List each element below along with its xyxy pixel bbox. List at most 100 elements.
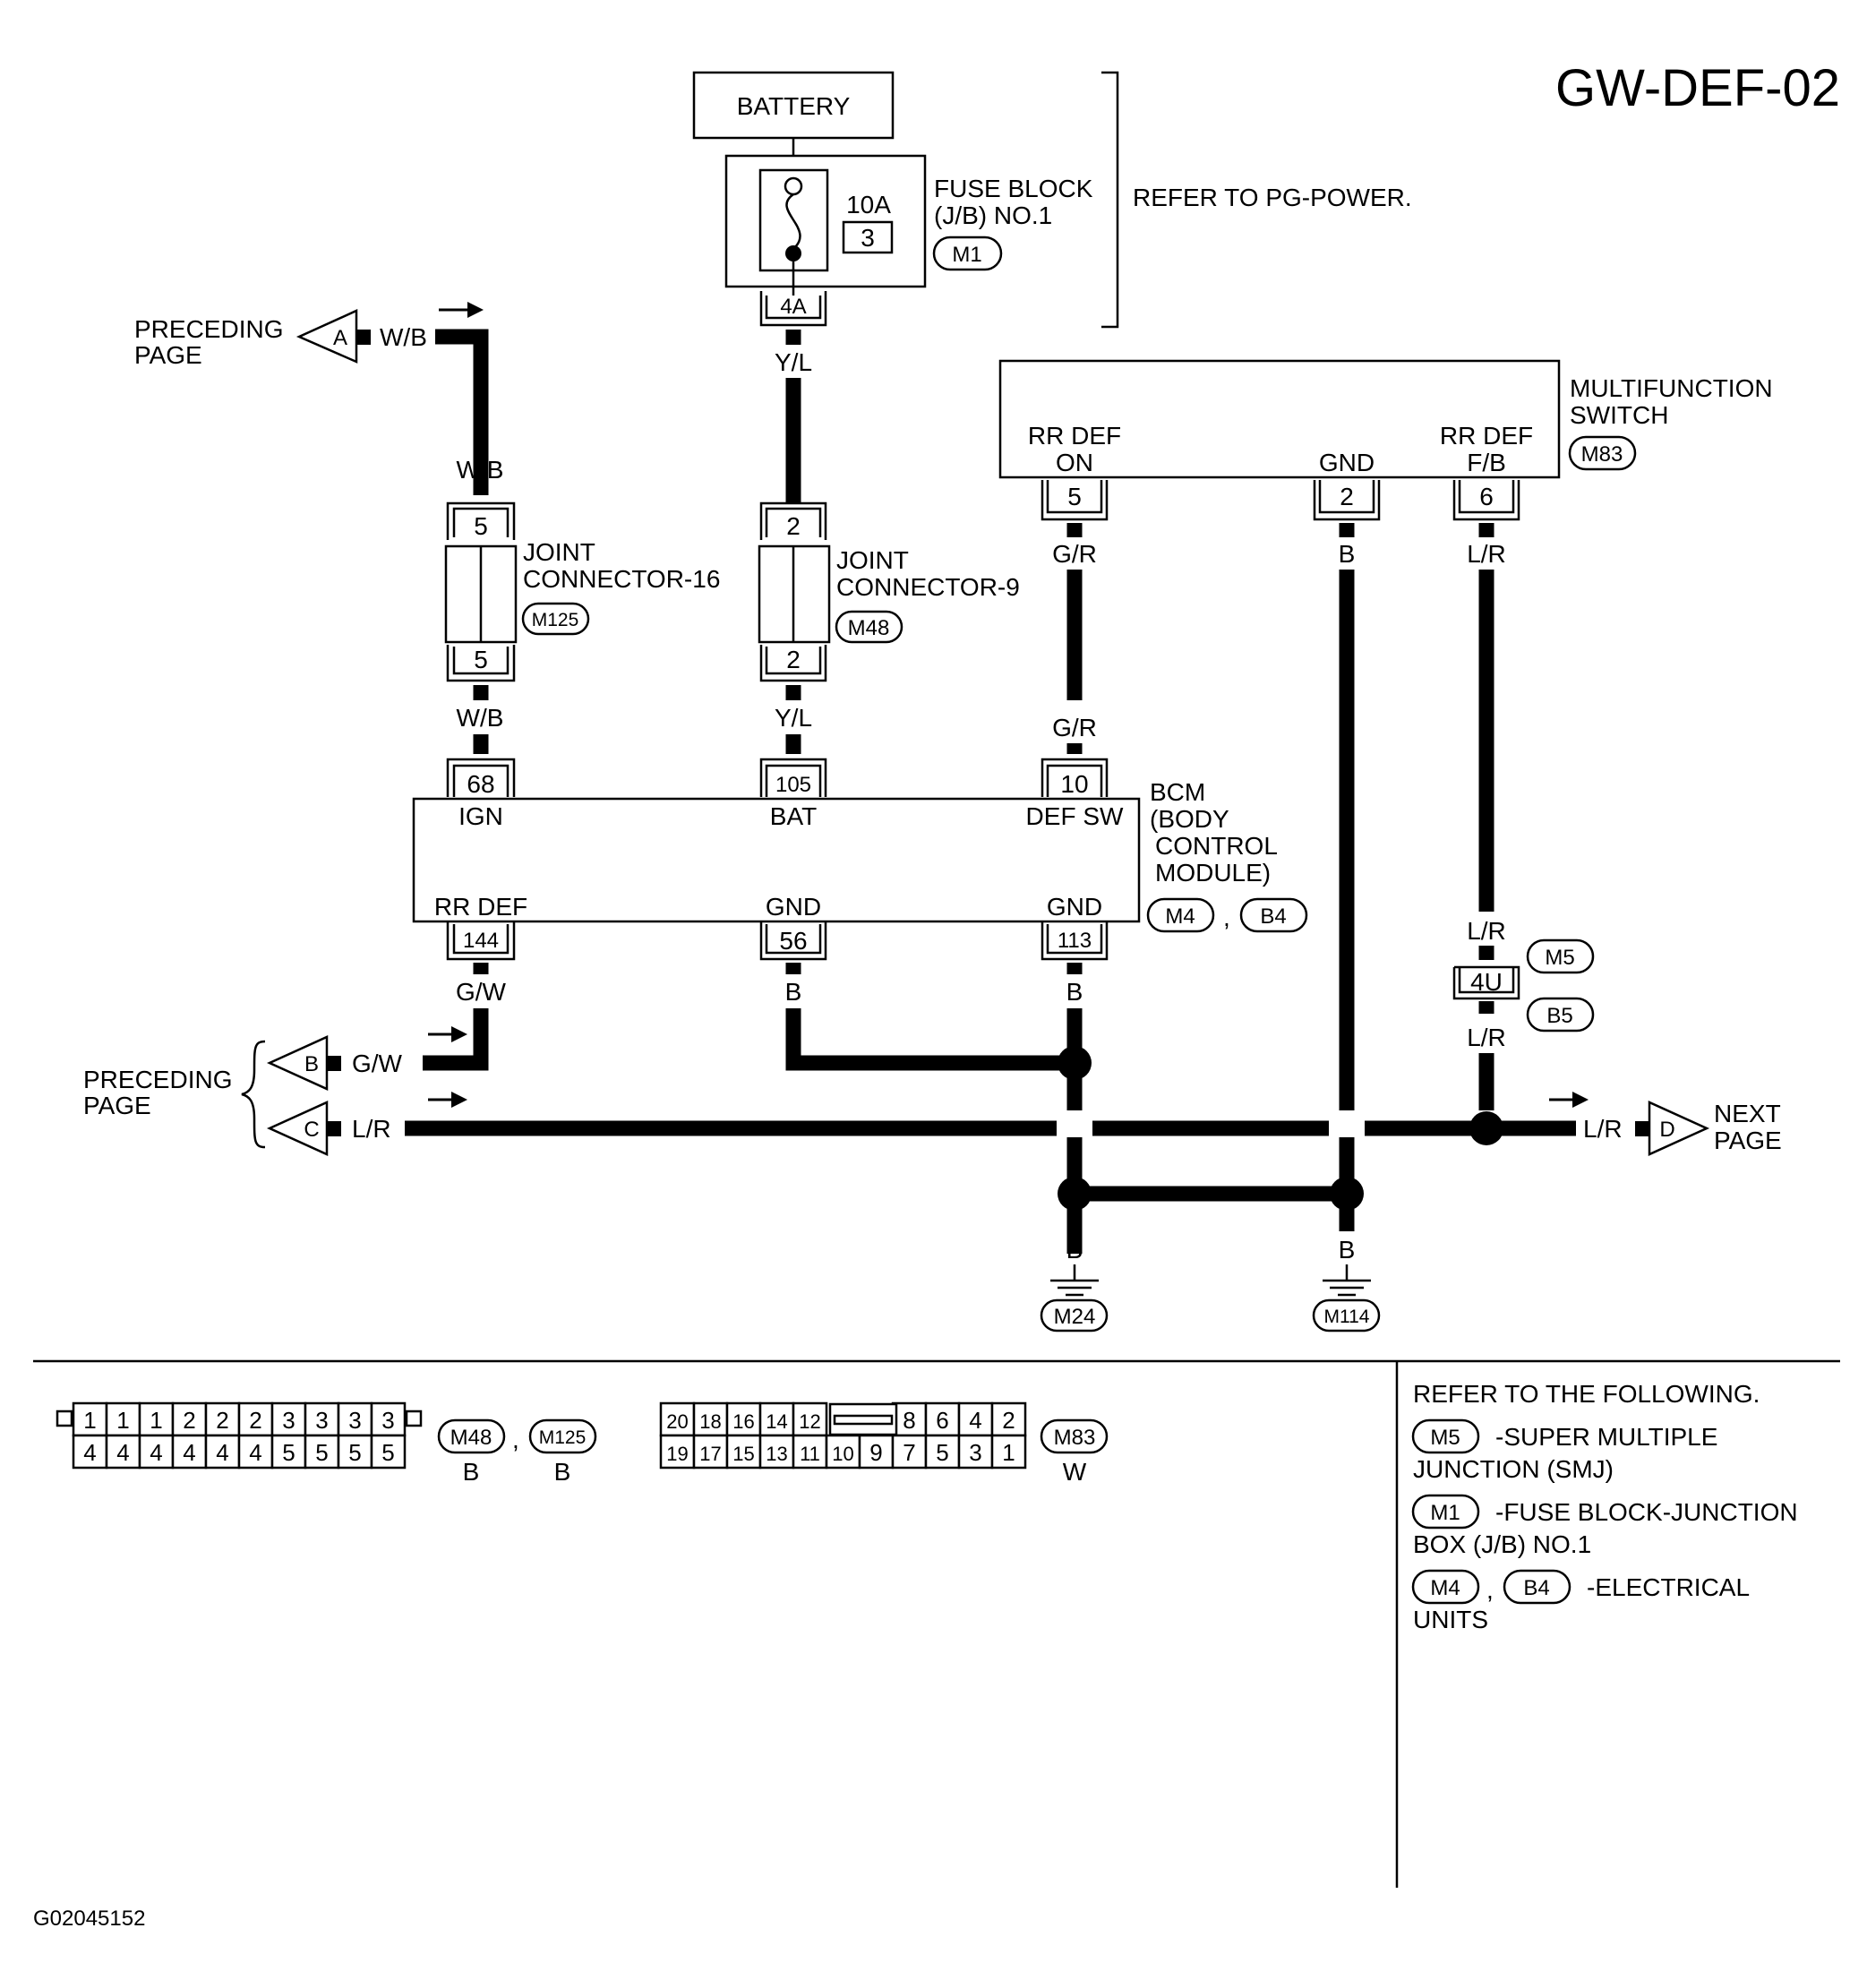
wire-wb-a: W/B — [380, 323, 427, 351]
wire-b-ground-2: B — [1339, 1236, 1356, 1264]
connector-pin-number: 11 — [800, 1443, 820, 1465]
connector-cavity — [924, 1434, 961, 1470]
bcm-connector-sep: , — [1223, 904, 1230, 931]
wire-b-bcm-113: B — [1066, 978, 1083, 1006]
fuse-element-icon — [785, 193, 801, 250]
mfs-gnd: GND — [1319, 449, 1375, 476]
connector-pin-number: 4 — [83, 1439, 96, 1466]
wire-yl-top: Y/L — [775, 348, 812, 376]
mfs-title: MULTIFUNCTION — [1570, 374, 1773, 402]
flow-arrowhead-c-icon — [451, 1092, 467, 1108]
preceding-page-a-line1: PRECEDING — [134, 315, 283, 343]
mfs-pin-2-label: 2 — [1340, 483, 1354, 510]
ground-m114: M114 — [1324, 1307, 1370, 1327]
joint16-connector: M125 — [532, 610, 579, 630]
connector-cavity — [304, 1434, 340, 1470]
ground-m24: M24 — [1054, 1305, 1096, 1329]
wire-lr-smj-bottom: L/R — [1467, 1024, 1506, 1051]
connector-pin-number: 20 — [666, 1410, 688, 1433]
smj-connector-m5: M5 — [1545, 946, 1574, 970]
mfs-pin-6: 6 — [1452, 480, 1520, 521]
bcm-ign: IGN — [458, 802, 503, 830]
bcm-bat: BAT — [770, 802, 817, 830]
connector-pin-number: 4 — [216, 1439, 228, 1466]
bcm-pin-10: 10 — [1041, 758, 1109, 798]
conn-view-m125: M125 — [539, 1427, 587, 1448]
connector-pin-number: 4 — [183, 1439, 195, 1466]
connector-pin-number: 5 — [381, 1439, 394, 1466]
mfs-rr-def-on: RR DEF — [1028, 422, 1121, 450]
flow-arrowhead-b-icon — [451, 1026, 467, 1042]
connector-pin-number: 3 — [969, 1439, 981, 1466]
connector-pin-number: 1 — [1002, 1439, 1015, 1466]
wire-b-mfs: B — [1339, 540, 1356, 568]
connector-pin-number: 13 — [766, 1443, 787, 1465]
bcm-pin-56: 56 — [759, 922, 827, 961]
fuse-connector-m1: M1 — [952, 243, 981, 267]
mfs-title-2: SWITCH — [1570, 401, 1668, 429]
connector-cavity — [370, 1434, 407, 1470]
fuse-refer: REFER TO PG-POWER. — [1133, 184, 1412, 211]
connector-pin-number: 5 — [936, 1439, 948, 1466]
flow-arrowhead-d-icon — [1572, 1092, 1589, 1108]
mfs-rr-def-fb: RR DEF — [1440, 422, 1533, 450]
connector-cavity — [990, 1401, 1027, 1437]
connector-pin-number: 4 — [969, 1407, 981, 1434]
offpage-b-label: B — [304, 1052, 319, 1076]
connector-pin-number: 14 — [766, 1410, 787, 1433]
refer-item2-line2: BOX (J/B) NO.1 — [1413, 1530, 1591, 1558]
joint16-title-2: CONNECTOR-16 — [523, 565, 720, 593]
connector-pin-number: 3 — [282, 1407, 295, 1434]
connector-pin-number: 9 — [869, 1439, 882, 1466]
refer-heading: REFER TO THE FOLLOWING. — [1413, 1380, 1760, 1408]
wire-b-ground-1: B — [1066, 1236, 1083, 1264]
fuse-block-title: FUSE BLOCK — [934, 175, 1093, 202]
connector-pin-number: 5 — [282, 1439, 295, 1466]
bcm-module: IGN BAT DEF SW RR DEF GND GND — [412, 797, 1141, 923]
offpage-a-label: A — [333, 326, 347, 350]
conn-view-m83: M83 — [1054, 1426, 1096, 1450]
joint16-title: JOINT — [523, 538, 595, 566]
wire-b-bcm-56: B — [785, 978, 802, 1006]
terminal-4a: 4A — [759, 291, 827, 327]
j16-pin-bottom: 5 — [474, 646, 488, 673]
bcm-pin-105-label: 105 — [775, 773, 811, 797]
fuse-bottom-terminal — [785, 245, 801, 261]
preceding-page-bc-line1: PRECEDING — [83, 1066, 232, 1093]
connector-pin-number: 4 — [116, 1439, 129, 1466]
fuse-top-terminal — [784, 176, 803, 196]
refer-item1-line2: JUNCTION (SMJ) — [1413, 1455, 1614, 1483]
connector-pin-number: 2 — [183, 1407, 195, 1434]
mfs-pin-6-label: 6 — [1479, 483, 1494, 510]
joint-connector-16: 5 5 — [444, 501, 518, 682]
connector-cavity — [171, 1434, 208, 1470]
bcm-rr-def: RR DEF — [434, 893, 527, 921]
next-page-line1: NEXT — [1714, 1100, 1781, 1127]
mfs-connector: M83 — [1581, 442, 1623, 467]
connector-cavity — [204, 1434, 241, 1470]
connector-pin-number: 6 — [936, 1407, 948, 1434]
connector-pin-number: 15 — [732, 1443, 754, 1465]
bcm-pin-10-label: 10 — [1060, 770, 1088, 798]
mfs-pin-5: 5 — [1041, 480, 1109, 521]
bcm-title-3: CONTROL — [1155, 832, 1278, 860]
connector-cavity — [72, 1401, 108, 1437]
wire-wb-j16-bottom: W/B — [457, 704, 504, 732]
bcm-pin-68-label: 68 — [467, 770, 494, 798]
terminal-4a-label: 4A — [780, 295, 806, 319]
bcm-pin-105: 105 — [759, 758, 827, 797]
connector-pin-number: 4 — [150, 1439, 162, 1466]
connector-pin-number: 19 — [666, 1443, 688, 1465]
bcm-pin-56-label: 56 — [779, 927, 807, 955]
wire-gr-bottom: G/R — [1052, 714, 1097, 741]
connector-cavity — [990, 1434, 1027, 1470]
preceding-page-bc-line2: PAGE — [83, 1092, 151, 1119]
battery-label: BATTERY — [737, 92, 851, 120]
connector-cavity — [72, 1434, 108, 1470]
mfs-pin-5-label: 5 — [1067, 483, 1082, 510]
bcm-pin-144: 144 — [446, 922, 516, 961]
bcm-title-4: MODULE) — [1155, 859, 1271, 887]
wire-yl-bottom: Y/L — [775, 704, 812, 732]
offpage-c-label: C — [304, 1118, 319, 1142]
